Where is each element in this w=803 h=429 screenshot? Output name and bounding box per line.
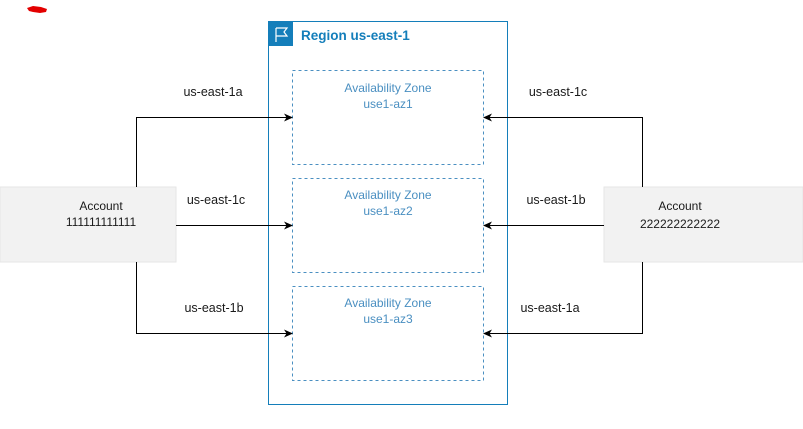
logo-mark [27,6,47,13]
mapping-label-left-1: us-east-1a [183,85,242,99]
zone-id: use1-az3 [363,312,413,326]
account-box-right: Account 222222222222 [603,186,803,263]
mapping-arrow-right-3 [483,262,643,338]
zone-title: Availability Zone [344,81,431,95]
mapping-label-left-2: us-east-1c [187,193,245,207]
account-box-left: Account 111111111111 [0,186,177,263]
availability-zone: Availability Zone use1-az3 [292,286,484,381]
account-label: Account [658,199,702,213]
region-title: Region us-east-1 [301,28,410,43]
mapping-label-right-3: us-east-1a [520,301,579,315]
mapping-label-right-1: us-east-1c [529,85,587,99]
account-id: 111111111111 [66,215,137,229]
mapping-label-left-3: us-east-1b [184,301,243,315]
account-id: 222222222222 [640,217,720,231]
zone-title: Availability Zone [344,188,431,202]
mapping-arrow-left-1 [136,113,293,187]
region-container: Region us-east-1 [268,21,508,405]
availability-zone: Availability Zone use1-az2 [292,178,484,273]
zone-title: Availability Zone [344,296,431,310]
zone-id: use1-az2 [363,204,413,218]
flag-icon [269,22,293,46]
account-label: Account [79,199,123,213]
mapping-arrow-left-3 [136,262,293,338]
mapping-arrow-right-1 [483,113,643,187]
mapping-label-right-2: us-east-1b [526,193,585,207]
zone-id: use1-az1 [363,97,413,111]
